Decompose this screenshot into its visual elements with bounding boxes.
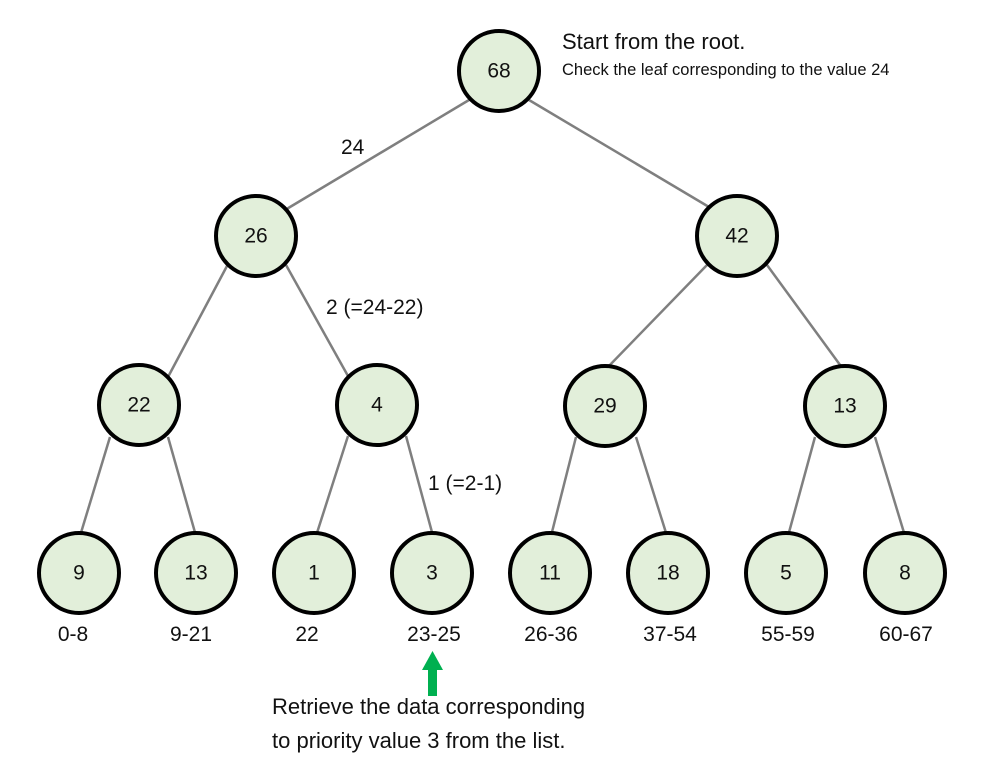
node-value: 4 xyxy=(371,394,383,417)
leaf-ranges: 0-8 9-21 22 23-25 26-36 37-54 55-59 60-6… xyxy=(58,623,933,646)
leaf-value: 5 xyxy=(780,562,792,585)
node-value: 22 xyxy=(127,394,150,417)
tree-leaf-2: 1 xyxy=(272,531,356,615)
edge-4-3 xyxy=(404,435,435,537)
leaf-range-6: 55-59 xyxy=(761,623,815,646)
tree-edges xyxy=(78,98,907,537)
diagram-subtitle: Check the leaf corresponding to the valu… xyxy=(562,61,890,79)
diagram-title: Start from the root. xyxy=(562,29,746,54)
leaf-range-3: 23-25 xyxy=(407,623,461,646)
leaf-value: 18 xyxy=(656,562,679,585)
edge-29-18 xyxy=(634,436,669,537)
leaf-value: 11 xyxy=(539,562,561,585)
tree-node-l1-0: 26 xyxy=(214,194,298,278)
edge-label-level1: 2 (=24-22) xyxy=(326,296,424,319)
node-value: 26 xyxy=(244,225,267,248)
leaf-range-1: 9-21 xyxy=(170,623,212,646)
node-value: 29 xyxy=(593,395,616,418)
tree-leaf-4: 11 xyxy=(508,531,592,615)
edge-13-8 xyxy=(873,436,907,537)
tree-leaf-3: 3 xyxy=(390,531,474,615)
edge-26-4 xyxy=(284,264,350,377)
edge-label-root: 24 xyxy=(341,136,365,159)
edge-42-13 xyxy=(765,264,845,370)
edge-label-level2: 1 (=2-1) xyxy=(428,472,503,495)
tree-leaf-0: 9 xyxy=(37,531,121,615)
tree-node-l1-1: 42 xyxy=(695,194,779,278)
edge-root-26 xyxy=(284,98,470,212)
node-value: 68 xyxy=(487,60,510,83)
edge-13-5 xyxy=(786,436,817,537)
leaf-value: 1 xyxy=(308,562,320,585)
tree-node-l2-3: 13 xyxy=(803,364,887,448)
leaf-value: 9 xyxy=(73,562,85,585)
tree-node-l2-1: 4 xyxy=(335,363,419,447)
retrieve-note-line2: to priority value 3 from the list. xyxy=(272,728,566,753)
node-value: 13 xyxy=(833,395,856,418)
tree-leaf-5: 18 xyxy=(626,531,710,615)
edge-root-42 xyxy=(528,98,710,209)
leaf-range-0: 0-8 xyxy=(58,623,88,646)
leaf-range-5: 37-54 xyxy=(643,623,697,646)
tree-node-l2-0: 22 xyxy=(97,363,181,447)
up-arrow-icon xyxy=(422,651,443,696)
node-value: 42 xyxy=(725,225,748,248)
leaf-value: 8 xyxy=(899,562,911,585)
edge-4-1 xyxy=(314,435,350,537)
edge-29-11 xyxy=(549,436,578,537)
tree-node-l2-2: 29 xyxy=(563,364,647,448)
edge-26-22 xyxy=(166,265,229,378)
edge-42-29 xyxy=(605,264,708,370)
tree-node-root: 68 xyxy=(457,29,541,113)
leaf-range-7: 60-67 xyxy=(879,623,933,646)
tree-leaf-7: 8 xyxy=(863,531,947,615)
edge-22-9 xyxy=(78,436,112,537)
leaf-range-2: 22 xyxy=(295,623,318,646)
tree-leaf-1: 13 xyxy=(154,531,238,615)
leaf-value: 3 xyxy=(426,562,438,585)
leaf-range-4: 26-36 xyxy=(524,623,578,646)
edge-22-13 xyxy=(166,436,198,537)
retrieve-note-line1: Retrieve the data corresponding xyxy=(272,694,586,719)
retrieve-note: Retrieve the data corresponding to prior… xyxy=(272,690,585,758)
leaf-value: 13 xyxy=(184,562,207,585)
tree-leaf-6: 5 xyxy=(744,531,828,615)
